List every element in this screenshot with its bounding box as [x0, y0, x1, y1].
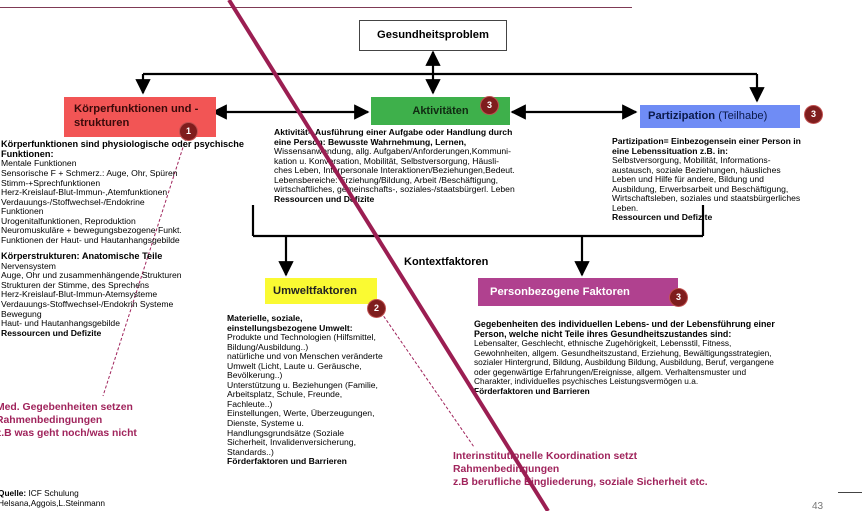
text-line: Person, welche nicht Teile ihres Gesundh… [474, 328, 732, 339]
badge-partizipation: 3 [805, 106, 822, 123]
koerper-strukturen-title: Körperstrukturen: Anatomische Teile [1, 251, 163, 262]
text-line: Gewohnheiten, allgem. Gesundheitszustand… [474, 347, 772, 358]
source-label: Quelle: [0, 488, 27, 498]
list-item: Strukturen der Stimme, des Sprechens [1, 279, 150, 290]
note-line: Med. Gegebenheiten setzen [0, 402, 133, 413]
source-line1: ICF Schulung [28, 488, 79, 498]
note-line: z.B berufliche Eingliederung, soziale Si… [453, 477, 708, 488]
text-line: Leben. [612, 202, 639, 213]
list-item: Urogenitalfunktionen, Reproduktion [1, 215, 136, 226]
list-item: Bewegung [1, 308, 42, 319]
text-line: oder gegenwärtige Erfahrungen/Ereignisse… [474, 366, 747, 377]
badge-person: 3 [670, 289, 687, 306]
note-line: Rahmenbedingungen [453, 464, 560, 475]
koerper-footer: Ressourcen und Defizite [1, 327, 102, 338]
list-item: Stimm-+Sprechfunktionen [1, 177, 101, 188]
koerper-strukturen-list: Nervensystem Auge, Ohr und zusammenhänge… [1, 260, 251, 329]
personbezogene-faktoren-box: Personbezogene Faktoren [478, 278, 678, 306]
koerper-funktionen-list: Mentale Funktionen Sensorische F + Schme… [1, 159, 251, 245]
list-item: Nervensystem [1, 260, 56, 271]
list-item: Verdauungs-Stoffwechsel-/Endokrin System… [1, 299, 174, 310]
list-item: Neuromuskuläre + bewegungsbezogene Funkt… [1, 225, 182, 236]
list-item: Herz-Kreislauf-Blut-Immun-,Atemfunktione… [1, 187, 168, 198]
partizipation-label-suffix: (Teilhabe) [718, 110, 768, 122]
partizipation-label: Partizipation [648, 110, 716, 122]
koerper-text-block: Körperfunktionen sind physiologische ode… [1, 139, 251, 338]
gesundheitsproblem-label: Gesundheitsproblem [377, 29, 489, 41]
text-line: Selbstversorgung, Mobilität, Information… [612, 155, 771, 166]
text-line: Gegebenheiten des individuellen Lebens- … [474, 319, 775, 329]
list-item: Funktionen der Haut- und Hautanhangsgebi… [1, 234, 180, 245]
umwelt-text-block: Materielle, soziale, einstellungsbezogen… [227, 313, 457, 467]
note-line: Rahmenbedingungen [0, 415, 103, 426]
list-item: Herz-Kreislauf-Blut-Immun-Atemsysteme [1, 289, 158, 300]
text-line: Ausbildung, Erwerbsarbeit und Beschäftig… [612, 183, 789, 194]
note-line: z.B was geht noch/was nicht [0, 428, 137, 439]
note-medizinische-gegebenheiten: Med. Gegebenheiten setzen Rahmenbedingun… [0, 401, 226, 440]
text-line: Partizipation= Einbezogensein einer Pers… [612, 136, 801, 146]
list-item: Haut- und Hautanhangsgebilde [1, 318, 120, 329]
text-line: Wirtschaftsleben, soziales und staatsbür… [612, 193, 801, 204]
gesundheitsproblem-box: Gesundheitsproblem [359, 20, 507, 51]
list-item: Sensorische F + Schmerz.: Auge, Ohr, Spü… [1, 167, 178, 178]
footer-mark [838, 492, 862, 493]
kontextfaktoren-text: Kontextfaktoren [404, 256, 489, 268]
list-item: Funktionen [1, 206, 44, 217]
text-line: sozialer Hintergrund, Bildung, Ausbildun… [474, 357, 774, 368]
source-line2: Helsana,Aggois,L.Steinmann [0, 497, 106, 508]
text-line: Ressourcen und Defizite [274, 193, 375, 204]
umweltfaktoren-box: Umweltfaktoren [265, 278, 377, 304]
umweltfaktoren-label: Umweltfaktoren [273, 285, 357, 297]
koerperfunktionen-label: Körperfunktionen und -strukturen [74, 103, 199, 129]
partizipation-box: Partizipation (Teilhabe) [640, 105, 800, 128]
badge-aktivitaeten: 3 [481, 97, 498, 114]
list-item: Auge, Ohr und zusammenhängende Strukture… [1, 270, 182, 281]
text-line: Leben und Hilfe für andere, Bildung und [612, 174, 764, 185]
aktivitaeten-text-block: Aktivität= Ausführung einer Aufgabe oder… [274, 127, 584, 204]
kontextfaktoren-label: Kontextfaktoren [404, 256, 488, 269]
badge-umwelt: 2 [368, 300, 385, 317]
text-line: Charakter, individuelles psychisches Lei… [474, 376, 699, 387]
text-line: eine Lebenssituation z.B. in: [612, 145, 729, 156]
text-line: Ressourcen und Defizite [612, 212, 713, 223]
list-item: Verdauungs-/Stoffwechsel-/Endokrine [1, 196, 145, 207]
note-line: Interinstitutionelle Koordination setzt [453, 451, 638, 462]
badge-koerper: 1 [180, 123, 197, 140]
person-text-block: Gegebenheiten des individuellen Lebens- … [474, 319, 862, 396]
text-line: Förderfaktoren und Barrieren [474, 385, 590, 396]
personbezogene-faktoren-label: Personbezogene Faktoren [490, 286, 630, 298]
partizipation-text-block: Partizipation= Einbezogensein einer Pers… [612, 136, 857, 223]
text-line: austausch, soziale Beziehungen, häuslich… [612, 164, 781, 175]
text-line: Lebensalter, Geschlecht, ethnische Zugeh… [474, 338, 732, 349]
note-interinstitutionelle-koordination: Interinstitutionelle Koordination setzt … [453, 450, 813, 489]
page-number: 43 [812, 501, 824, 511]
koerper-funktionen-title: Körperfunktionen sind physiologische ode… [1, 139, 245, 160]
list-item: Mentale Funktionen [1, 158, 77, 169]
text-line: Förderfaktoren und Barrieren [227, 456, 347, 467]
aktivitaeten-label: Aktivitäten [412, 105, 469, 117]
source-citation: Quelle: ICF Schulung Helsana,Aggois,L.St… [0, 488, 106, 508]
